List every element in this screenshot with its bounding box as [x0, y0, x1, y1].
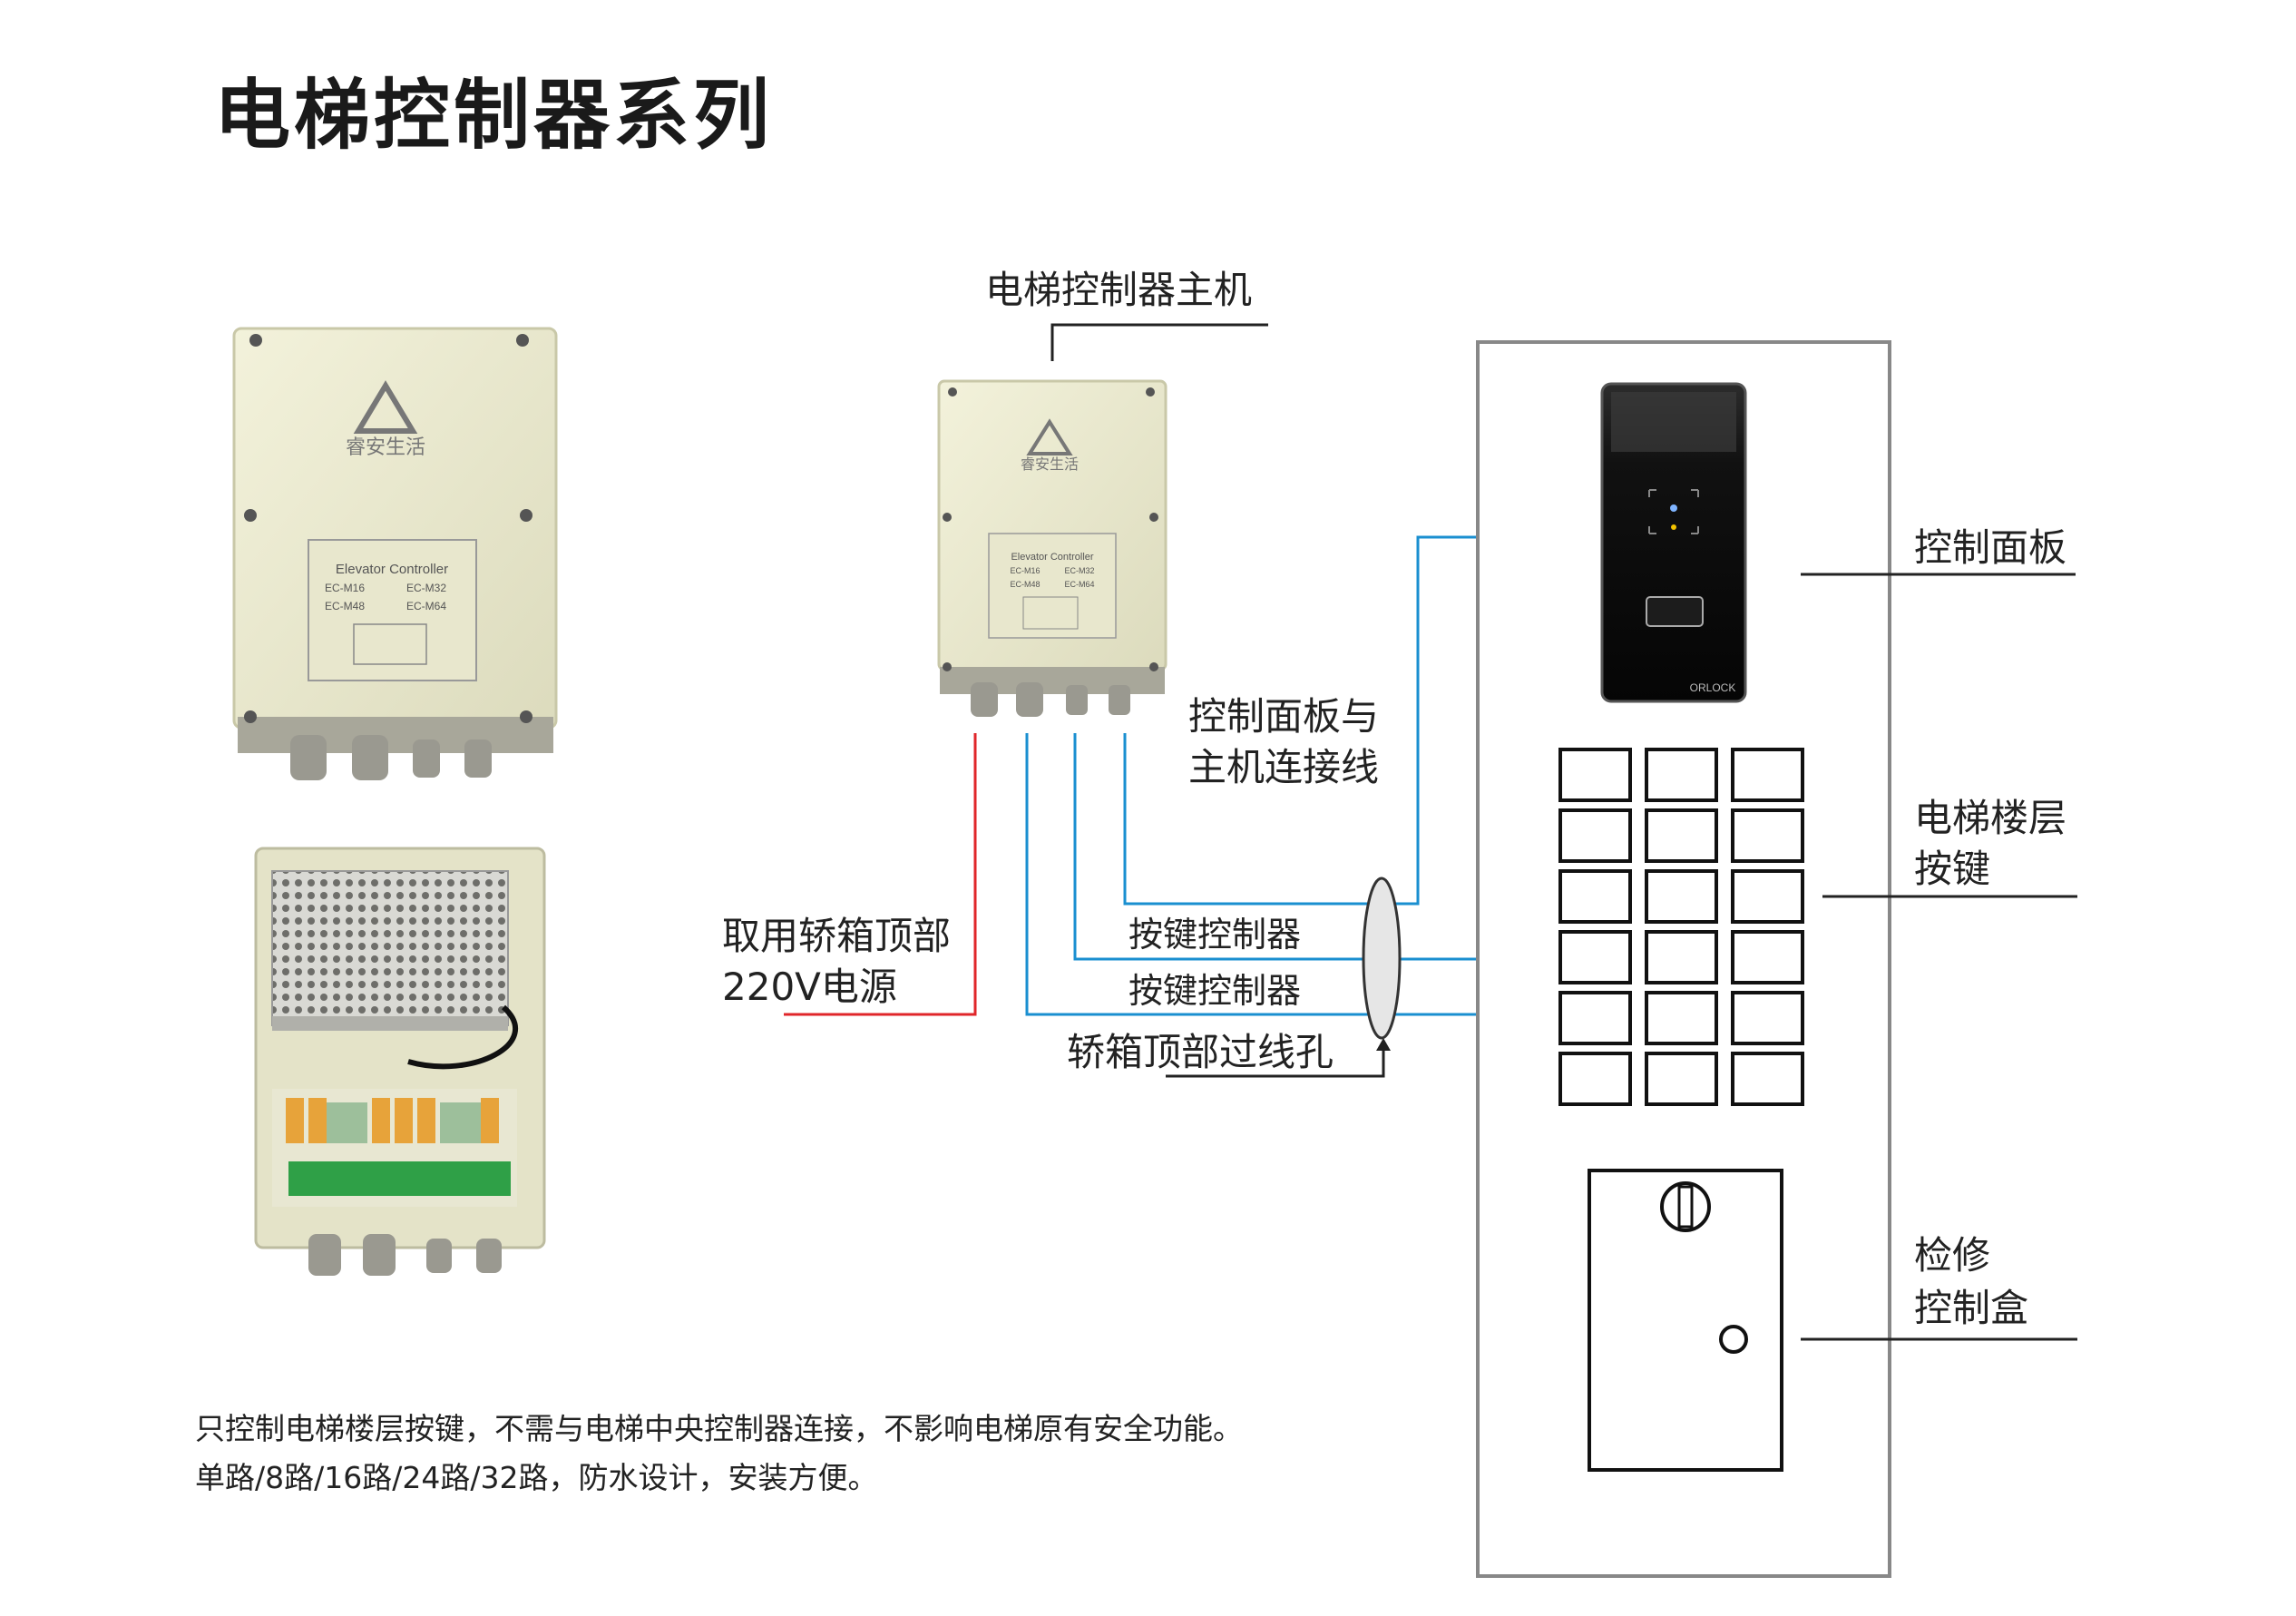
floor-button — [1645, 869, 1718, 924]
key-lock-icon — [1660, 1181, 1711, 1232]
floor-button — [1645, 930, 1718, 984]
floor-button — [1645, 808, 1718, 863]
svg-text:EC-M32: EC-M32 — [406, 582, 446, 594]
panel-connect-label-1: 控制面板与 — [1188, 694, 1380, 739]
host-leader-line — [1050, 323, 1268, 361]
floor-button — [1558, 808, 1632, 863]
key-controller-label-2: 按键控制器 — [1128, 971, 1302, 1011]
hole-arrow-icon — [1376, 1038, 1391, 1051]
service-box — [1588, 1169, 1783, 1472]
svg-text:EC-M64: EC-M64 — [1064, 580, 1094, 589]
svg-text:EC-M32: EC-M32 — [1064, 566, 1094, 575]
key-wire-2 — [1025, 733, 1533, 1016]
service-box-label-2: 控制盒 — [1914, 1286, 2029, 1330]
hole-leader-line — [1166, 1045, 1385, 1078]
floor-button — [1731, 1052, 1804, 1106]
power-label-2: 220V电源 — [722, 965, 897, 1009]
floor-button — [1645, 991, 1718, 1045]
page-title: 电梯控制器系列 — [214, 71, 774, 160]
service-box-label-1: 检修 — [1914, 1233, 1991, 1278]
power-label-1: 取用轿箱顶部 — [722, 914, 952, 958]
floor-button — [1645, 748, 1718, 802]
brand-logo: 睿安生活 — [346, 380, 425, 459]
nameplate-text: Elevator Controller — [336, 562, 448, 577]
key-controller-label-1: 按键控制器 — [1128, 915, 1302, 955]
floor-button — [1558, 748, 1632, 802]
svg-text:EC-M16: EC-M16 — [325, 582, 365, 594]
description-line-1: 只控制电梯楼层按键，不需与电梯中央控制器连接，不影响电梯原有安全功能。 — [195, 1411, 1243, 1446]
floor-buttons-label-1: 电梯楼层 — [1914, 796, 2067, 840]
power-wire — [784, 733, 977, 1016]
floor-button — [1731, 991, 1804, 1045]
floor-button — [1558, 930, 1632, 984]
floor-button — [1558, 869, 1632, 924]
svg-text:Elevator Controller: Elevator Controller — [1011, 552, 1093, 563]
floor-button — [1558, 1052, 1632, 1106]
svg-text:睿安生活: 睿安生活 — [1021, 455, 1079, 473]
floor-button — [1731, 808, 1804, 863]
switch-knob-icon — [1719, 1325, 1748, 1354]
controller-closed-photo: 睿安生活 Elevator Controller EC-M16 EC-M32 E… — [232, 327, 558, 780]
floor-button — [1731, 869, 1804, 924]
card-reader: ORLOCK — [1600, 382, 1747, 703]
svg-text:EC-M48: EC-M48 — [1010, 580, 1040, 589]
floor-button-grid — [1558, 748, 1804, 1106]
svg-text:EC-M48: EC-M48 — [325, 600, 365, 612]
host-label: 电梯控制器主机 — [985, 268, 1253, 312]
controller-open-photo — [254, 847, 546, 1276]
controller-host-photo: 睿安生活 Elevator Controller EC-M16 EC-M32 E… — [937, 379, 1168, 717]
floor-button — [1731, 930, 1804, 984]
floor-buttons-label-2: 按键 — [1914, 847, 1991, 891]
panel-wire — [1123, 535, 1533, 906]
floor-button — [1731, 748, 1804, 802]
cable-hole — [1362, 877, 1402, 1040]
description-line-2: 单路/8路/16路/24路/32路，防水设计，安装方便。 — [195, 1460, 878, 1495]
cable-hole-label: 轿箱顶部过线孔 — [1067, 1030, 1334, 1074]
reader-brand-text: ORLOCK — [1690, 681, 1736, 694]
floor-button — [1645, 1052, 1718, 1106]
panel-connect-label-2: 主机连接线 — [1188, 745, 1380, 789]
svg-text:EC-M64: EC-M64 — [406, 600, 446, 612]
floor-button — [1558, 991, 1632, 1045]
brand-text: 睿安生活 — [346, 436, 425, 459]
svg-text:EC-M16: EC-M16 — [1010, 566, 1040, 575]
control-panel-label: 控制面板 — [1914, 525, 2067, 570]
